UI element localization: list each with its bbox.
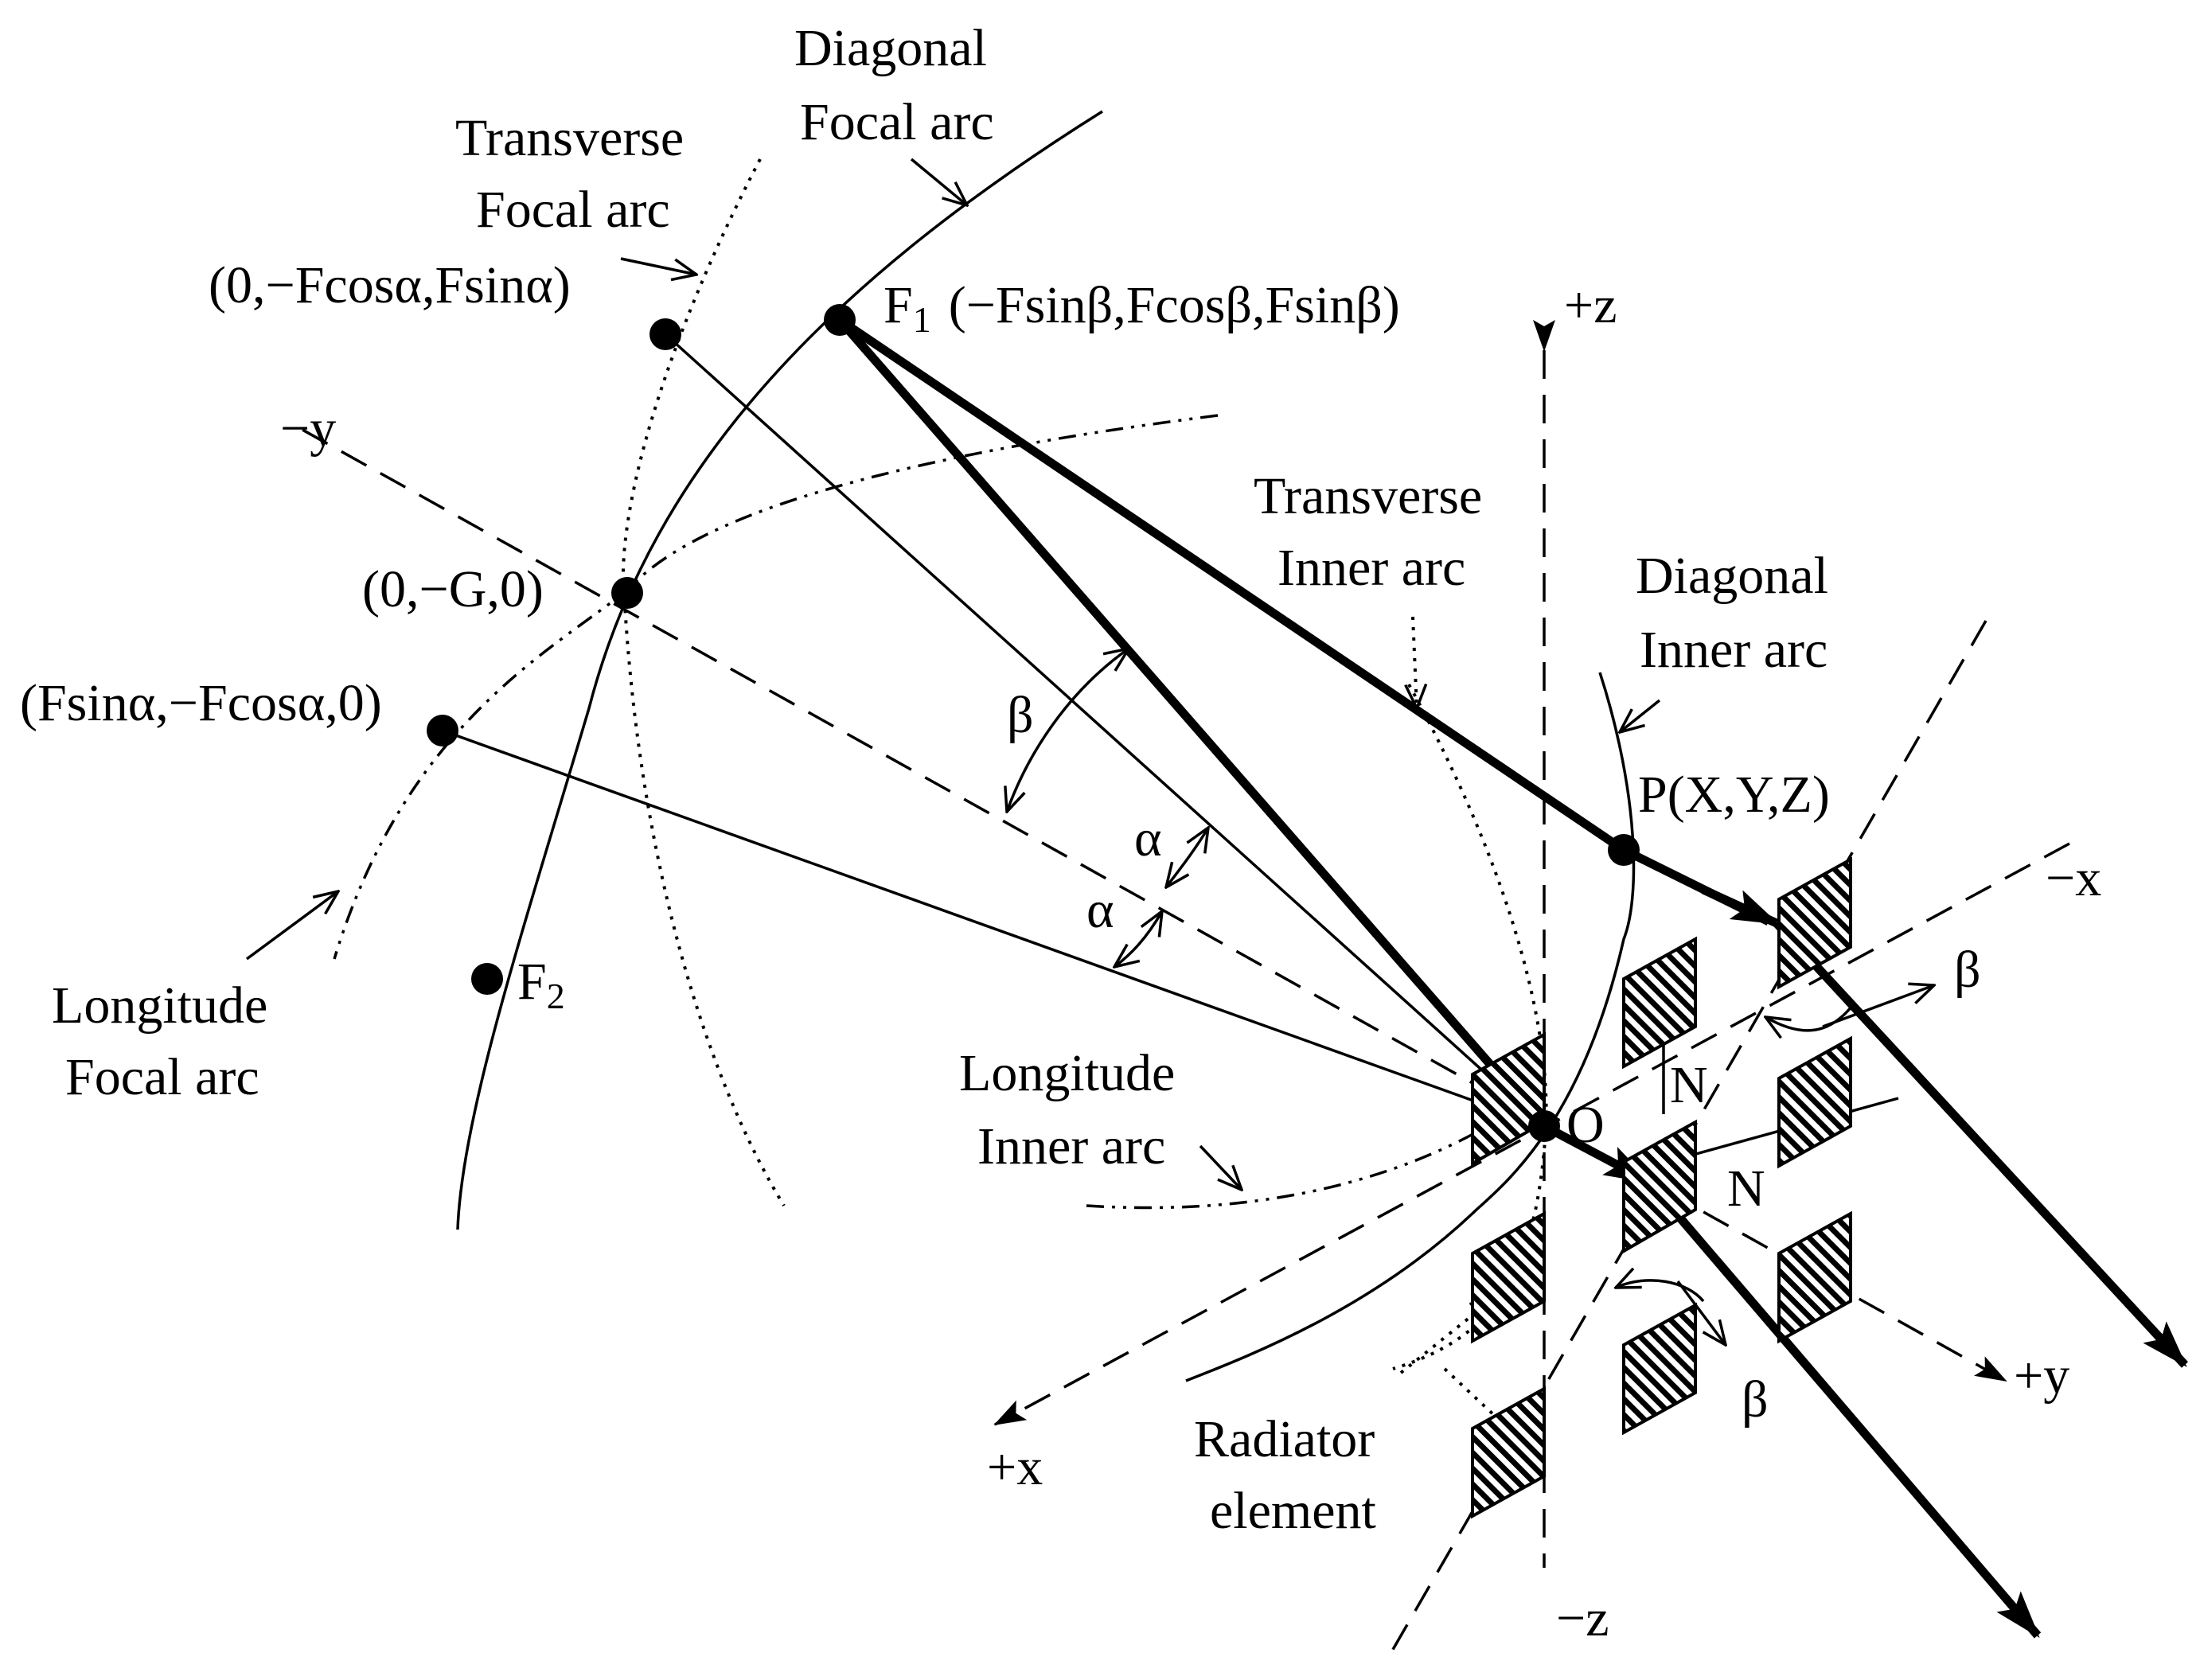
point-f2-label: F2 — [517, 953, 565, 1016]
point-b-node — [427, 715, 458, 746]
longitude-inner-arc — [1086, 1128, 1481, 1210]
radiator-element — [1622, 1119, 1697, 1254]
ray-lower-output — [1645, 1179, 2042, 1639]
radiator-element — [1622, 1302, 1697, 1436]
radiator-element — [1471, 1386, 1546, 1519]
beta-arrow-right — [1822, 985, 1934, 1028]
origin-label: O — [1566, 1096, 1605, 1154]
diagonal-inner-arc-label-2: Inner arc — [1640, 621, 1827, 679]
pointer-diagonal-inner — [1620, 699, 1661, 732]
f1-letter: F — [884, 276, 913, 334]
diagonal-focal-arc — [456, 110, 1103, 1230]
point-a-label: (0,−Fcosα,Fsinα) — [209, 256, 571, 314]
origin-node — [1528, 1110, 1560, 1142]
x-axis — [993, 842, 2070, 1426]
longitude-inner-arc-label-1: Longitude — [959, 1044, 1175, 1102]
point-b-label: (Fsinα,−Fcosα,0) — [20, 674, 382, 732]
alpha-angle-arc-lower — [1114, 911, 1162, 967]
point-g-node — [611, 577, 643, 609]
diagonal-inner-arc-label-1: Diagonal — [1636, 547, 1828, 605]
point-p-node — [1608, 834, 1640, 866]
ray-p-arrow — [1701, 885, 1780, 928]
ray-f1-to-p — [837, 316, 1627, 854]
radiator-label-2: element — [1210, 1482, 1376, 1540]
f1-subscript: 1 — [913, 299, 931, 340]
n-label-upper: N — [1670, 1056, 1708, 1114]
diagonal-inner-arc — [1185, 672, 1636, 1382]
transverse-focal-arc — [621, 158, 786, 1207]
beta-angle-arc — [1007, 649, 1129, 812]
alpha-angle-arc-upper — [1166, 828, 1208, 887]
minus-y-label: −y — [280, 400, 336, 458]
transverse-inner-arc-label-1: Transverse — [1254, 467, 1482, 525]
point-p-label: P(X,Y,Z) — [1638, 766, 1830, 824]
minus-x-label: −x — [2046, 849, 2101, 907]
pointer-transverse-focal — [620, 257, 696, 275]
plus-z-label: +z — [1564, 276, 1617, 334]
beta-angle-arc-bottom — [1616, 1280, 1705, 1303]
transverse-inner-arc-label-2: Inner arc — [1277, 539, 1465, 597]
diagonal-focal-arc-label-1: Diagonal — [794, 19, 987, 77]
longitude-focal-arc — [333, 414, 1219, 960]
beta-arrow-bottom — [1676, 1280, 1726, 1345]
longitude-focal-arc-label-1: Longitude — [52, 976, 267, 1035]
point-f1-label: F1 (−Fsinβ,Fcosβ,Fsinβ) — [884, 276, 1400, 340]
f2-subscript: 2 — [547, 976, 565, 1016]
beta-label-left: β — [1007, 686, 1034, 744]
radiator-element — [1777, 856, 1852, 990]
beta-angle-arc-right — [1765, 1001, 1856, 1031]
transverse-focal-arc-label-1: Transverse — [455, 109, 684, 167]
ray-a-to-origin — [664, 333, 1546, 1128]
y-axis — [302, 428, 2007, 1382]
plus-x-label: +x — [987, 1438, 1043, 1496]
longitude-inner-arc-label-2: Inner arc — [977, 1117, 1165, 1175]
transverse-focal-arc-label-2: Focal arc — [476, 181, 670, 239]
radiator-element — [1622, 936, 1697, 1070]
radiator-element — [1471, 1210, 1546, 1344]
plus-y-label: +y — [2014, 1347, 2069, 1405]
longitude-focal-arc-label-2: Focal arc — [65, 1048, 259, 1106]
ray-upper-output — [1773, 920, 2189, 1368]
pointer-longitude-focal — [245, 891, 338, 961]
point-a-node — [649, 318, 681, 350]
n-label-lower: N — [1727, 1160, 1765, 1218]
radiator-label-1: Radiator — [1194, 1410, 1375, 1468]
f2-letter: F — [517, 953, 547, 1011]
pointer-diagonal-focal — [910, 158, 967, 205]
alpha-label-lower: α — [1086, 881, 1114, 939]
alpha-label-upper: α — [1134, 809, 1162, 867]
beta-label-bottom: β — [1742, 1370, 1769, 1429]
radiator-element — [1777, 1035, 1852, 1169]
minus-z-label: −z — [1556, 1589, 1609, 1647]
beta-label-right: β — [1954, 941, 1981, 999]
ray-f1-to-origin — [836, 317, 1548, 1129]
point-f2-node — [471, 963, 503, 995]
pointer-longitude-inner — [1199, 1144, 1242, 1190]
point-g-label: (0,−G,0) — [362, 560, 544, 618]
f1-coordinates: (−Fsinβ,Fcosβ,Fsinβ) — [949, 276, 1400, 334]
ray-b-to-origin — [442, 729, 1545, 1128]
radiator-element — [1777, 1210, 1852, 1344]
diagonal-focal-arc-label-2: Focal arc — [800, 93, 994, 151]
point-f1-node — [824, 304, 856, 336]
